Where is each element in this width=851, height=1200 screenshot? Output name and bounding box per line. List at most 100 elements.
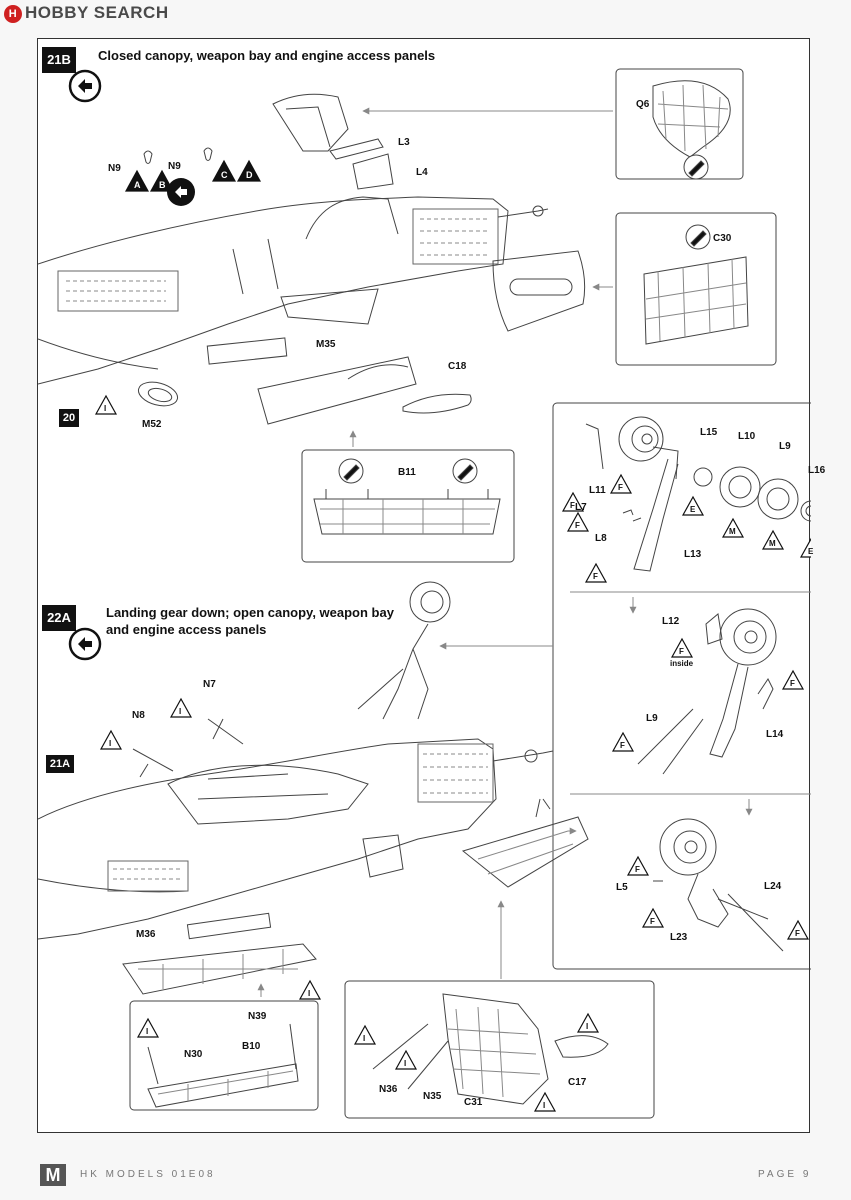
- part-n30-shape: [147, 1046, 159, 1085]
- canopy-part: [272, 93, 349, 152]
- fuselage-22a: [38, 738, 497, 940]
- watermark-text: HOBBY SEARCH: [25, 3, 169, 22]
- label-l23: L23: [670, 932, 688, 943]
- label-l8: L8: [595, 533, 607, 544]
- part-n7-shape: [207, 718, 244, 745]
- part-m35-shape: [206, 337, 288, 365]
- part-q6-shape: [652, 80, 731, 158]
- part-n35-shape: [407, 1040, 449, 1090]
- part-n9-right-shape: [203, 147, 213, 161]
- flip-icon-22a: [68, 627, 102, 661]
- open-canopy-22a: [167, 764, 369, 825]
- triangle-label-f-10: F: [795, 929, 800, 938]
- triangle-label-i-n30: I: [146, 1027, 149, 1036]
- label-b10: B10: [242, 1041, 261, 1052]
- triangle-label-f-3: F: [575, 521, 580, 530]
- inset-b10: [129, 1000, 319, 1111]
- label-c30: C30: [713, 233, 732, 244]
- part-n39-shape: [289, 1023, 297, 1070]
- footer-page-number: PAGE 9: [758, 1169, 812, 1180]
- label-l15: L15: [700, 427, 718, 438]
- wheel-tail-shape: [659, 818, 717, 876]
- step-21b-badge: 21B: [42, 47, 76, 73]
- note-inside: inside: [670, 659, 694, 668]
- flip-icon-n9: [167, 178, 195, 206]
- part-l14-shape: [757, 678, 774, 710]
- label-n39: N39: [248, 1011, 267, 1022]
- label-n9-right: N9: [168, 161, 181, 172]
- label-l11: L11: [589, 485, 606, 496]
- triangle-label-i-c17: I: [586, 1022, 589, 1031]
- triangle-label-e-1: E: [690, 505, 696, 514]
- part-c31-shape: [442, 993, 549, 1105]
- part-l3-shape: [329, 138, 384, 160]
- engine-detail-22a: [417, 743, 494, 803]
- triangle-label-f-2: F: [618, 483, 623, 492]
- wheel-l11-shape: [618, 416, 664, 462]
- label-l9-box2: L9: [646, 713, 658, 724]
- hk-models-logo: M: [40, 1164, 66, 1186]
- triangle-label-d: D: [246, 170, 253, 180]
- wheel-22a-top: [409, 581, 451, 623]
- instruction-sheet: 21B Closed canopy, weapon bay and engine…: [37, 38, 825, 1133]
- part-l9-tyre-shape: [757, 478, 799, 520]
- engine-panel-21b: [492, 250, 586, 332]
- part-c17-shape: [554, 1035, 609, 1058]
- wheel-l12-shape: [719, 608, 777, 666]
- label-n36: N36: [379, 1084, 398, 1095]
- label-l24: L24: [764, 881, 782, 892]
- strut-l9-box2-shape: [709, 663, 749, 758]
- part-m36-shape: [186, 912, 272, 940]
- open-panel-22a: [461, 816, 589, 888]
- label-c31: C31: [464, 1097, 483, 1108]
- engine-detail-22a-lower: [107, 860, 189, 892]
- watermark-mark: H: [4, 5, 22, 23]
- label-l14: L14: [766, 729, 784, 740]
- label-n7: N7: [203, 679, 216, 690]
- cockpit-21b: [305, 196, 399, 240]
- label-l3: L3: [398, 137, 410, 148]
- part-l24-shape: [717, 893, 784, 952]
- flip-icon-21b: [68, 69, 102, 103]
- label-q6: Q6: [636, 99, 650, 110]
- part-n36-shape: [372, 1023, 429, 1070]
- page-footer: M HK MODELS 01E08 PAGE 9: [0, 1160, 851, 1190]
- part-n8-shape: [132, 748, 174, 778]
- engine-detail-left: [57, 270, 179, 312]
- label-l13: L13: [684, 549, 702, 560]
- triangle-label-f-8: F: [635, 865, 640, 874]
- triangle-label-i-n8: I: [109, 739, 112, 748]
- propeller-shaft-21b: [497, 208, 549, 218]
- label-c18: C18: [448, 361, 467, 372]
- label-l10: L10: [738, 431, 756, 442]
- triangle-label-f-7: F: [620, 741, 625, 750]
- triangle-label-c: C: [221, 170, 228, 180]
- triangle-label-i-n7: I: [179, 707, 182, 716]
- part-b11-shape: [313, 498, 501, 535]
- label-l4: L4: [416, 167, 428, 178]
- label-l7: L7: [575, 502, 587, 513]
- triangle-markers: [94, 159, 811, 1112]
- part-l16-shape: [800, 500, 811, 522]
- label-n30: N30: [184, 1049, 203, 1060]
- label-l12: L12: [662, 616, 680, 627]
- label-l16: L16: [808, 465, 826, 476]
- footer-brand: HK MODELS 01E08: [80, 1169, 216, 1180]
- flip-markers: [68, 69, 195, 661]
- triangle-label-f-9: F: [650, 917, 655, 926]
- panel-lower-22a: [122, 943, 317, 995]
- label-m35: M35: [316, 339, 336, 350]
- label-n9-left: N9: [108, 163, 121, 174]
- triangle-label-f-6: F: [790, 679, 795, 688]
- assembly-drawing: [38, 68, 811, 1119]
- strut-l13-shape: [633, 458, 679, 572]
- triangle-label-b: B: [159, 180, 166, 190]
- part-l4-shape: [352, 153, 394, 190]
- triangle-label-m-1: M: [729, 527, 736, 536]
- label-l5: L5: [616, 882, 628, 893]
- inset-b11: [301, 449, 515, 563]
- part-c18-shape: [402, 393, 472, 414]
- triangle-label-a: A: [134, 180, 141, 190]
- triangle-label-f-5: F: [679, 647, 684, 656]
